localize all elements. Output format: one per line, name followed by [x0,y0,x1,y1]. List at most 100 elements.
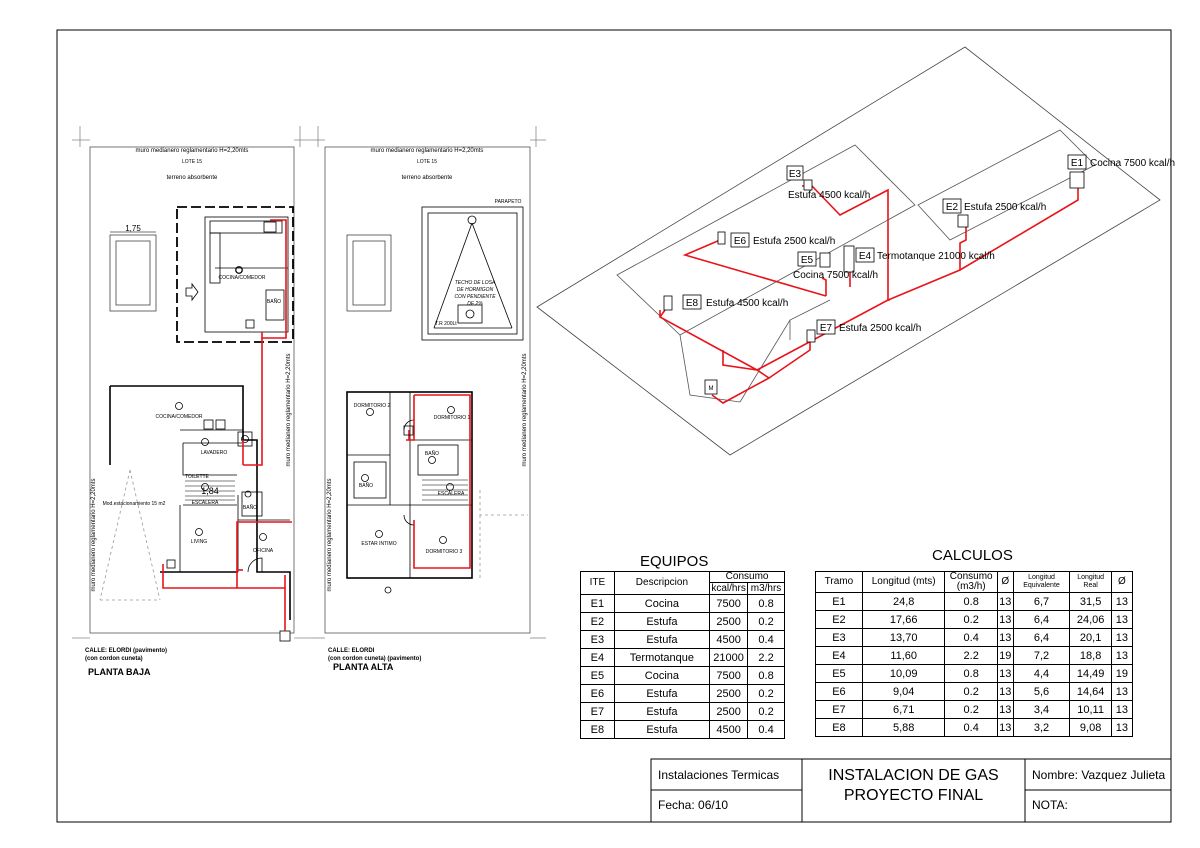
calculos-cell: E7 [815,700,863,719]
calculos-cell: 6,7 [1012,592,1071,611]
tb-fecha: Fecha: 06/10 [658,798,729,812]
calculos-cell: 13 [996,628,1014,647]
calculos-cell: 5,6 [1012,682,1071,701]
pb-lote: LOTE 15 [182,159,202,165]
calculos-cell: 10,11 [1069,700,1112,719]
pb-cocina-top: COCINA/COMEDOR [219,275,266,281]
equipos-cell: 2500 [709,702,749,721]
pa-techo1: TECHO DE LOSA [455,280,496,286]
calculos-header-diametro: Ø [996,571,1014,593]
iso-e1-text: Cocina 7500 kcal/h [1090,158,1175,169]
equipos-header-m3: m3/hrs [747,582,785,595]
calculos-cell: 6,4 [1012,610,1071,629]
pb-titulo: PLANTA BAJA [88,667,151,677]
iso-meter: M [709,386,714,392]
calculos-cell: 13 [996,682,1014,701]
iso-e5-text: Cocina 7500 kcal/h [793,270,878,281]
calculos-cell: 20,1 [1069,628,1112,647]
iso-e3: E3 [789,169,802,180]
pb-bano-top: BAÑO [267,298,281,305]
calculos-cell: 13 [1110,682,1134,701]
calculos-cell: 14,49 [1069,664,1112,683]
equipos-header-desc: Descripcion [613,571,711,595]
equipos-cell: 0.2 [747,612,785,631]
pa-muro-right: muro medianero reglamentario H=2,20mts [522,354,528,467]
pa-lote: LOTE 15 [417,159,437,165]
iso-e3-text: Estufa 4500 kcal/h [788,190,870,201]
calculos-cell: 3,2 [1012,718,1071,737]
pa-parapeto: PARAPETO [495,199,522,205]
pa-calle1: CALLE: ELORDI [328,648,375,654]
calculos-cell: 0.2 [944,682,998,701]
pb-calle1: CALLE: ELORDI (pavimento) [85,648,167,654]
calculos-header-lreal: Longitud [1077,574,1105,581]
calculos-cell: 6,71 [861,700,946,719]
iso-e7-text: Estufa 2500 kcal/h [839,323,921,334]
iso-e6-text: Estufa 2500 kcal/h [753,236,835,247]
calculos-cell: 9,08 [1069,718,1112,737]
calculos-cell: 6,4 [1012,628,1071,647]
equipos-cell: Estufa [613,702,711,721]
calculos-cell: 13 [1110,700,1134,719]
equipos-cell: Estufa [613,612,711,631]
calculos-cell: 13 [1110,646,1134,665]
title-block-frame [650,758,1172,823]
iso-e2-text: Estufa 2500 kcal/h [964,202,1046,213]
equipos-cell: 2.2 [747,648,785,667]
tb-nombre: Nombre: Vazquez Julieta [1032,768,1166,782]
tb-titulo2: PROYECTO FINAL [843,787,984,804]
calculos-header-consumo-unit: (m3/h) [956,581,986,592]
calculos-cell: 31,5 [1069,592,1112,611]
pa-calle2: (con cordon cuneta) (pavimento) [328,656,421,662]
calculos-cell: 13 [996,610,1014,629]
pa-titulo: PLANTA ALTA [333,662,394,672]
pa-bano1: BAÑO [425,450,439,457]
pa-techo2: DE HORMIGON [457,287,494,293]
pb-estac: Mod.estacionamiento 15 m2 [103,501,166,507]
equipos-cell: 4500 [709,630,749,649]
calculos-cell: 13 [996,700,1014,719]
calculos-cell: 14,64 [1069,682,1112,701]
equipos-header-consumo: Consumo [709,571,785,583]
pb-cocina: COCINA/COMEDOR [156,414,203,420]
equipos-cell: E8 [580,720,615,739]
equipos-table: ITE Descripcion Consumo kcal/hrs m3/hrs … [580,571,785,739]
calculos-cell: 13 [1110,718,1134,737]
calculos-cell: 19 [996,646,1014,665]
pa-escalera: ESCALERA [438,491,465,497]
calculos-cell: E5 [815,664,863,683]
pa-muro-left: muro medianero reglamentario H=2,20mts [327,479,333,592]
equipos-cell: Estufa [613,630,711,649]
calculos-cell: E4 [815,646,863,665]
calculos-cell: 13 [996,718,1014,737]
pb-bano: BAÑO [243,504,257,511]
calculos-cell: 0.2 [944,610,998,629]
calculos-cell: 11,60 [861,646,946,665]
calculos-cell: 13,70 [861,628,946,647]
tb-materia: Instalaciones Termicas [658,768,780,782]
pb-calle2: (con cordon cuneta) [85,656,143,662]
calculos-cell: 0.4 [944,628,998,647]
pa-terreno: terreno absorbente [402,175,453,181]
equipos-header-kcal: kcal/hrs [709,582,749,595]
calculos-cell: 17,66 [861,610,946,629]
calculos-cell: 19 [1110,664,1134,683]
calculos-cell: 9,04 [861,682,946,701]
calculos-cell: 18,8 [1069,646,1112,665]
pa-tr: T.R 200Lt [435,321,457,327]
calculos-cell: 5,88 [861,718,946,737]
calculos-cell: 13 [996,592,1014,611]
equipos-cell: 4500 [709,720,749,739]
equipos-cell: 0.8 [747,594,785,613]
iso-e8-text: Estufa 4500 kcal/h [706,298,788,309]
calculos-header-tramo: Tramo [815,571,863,593]
